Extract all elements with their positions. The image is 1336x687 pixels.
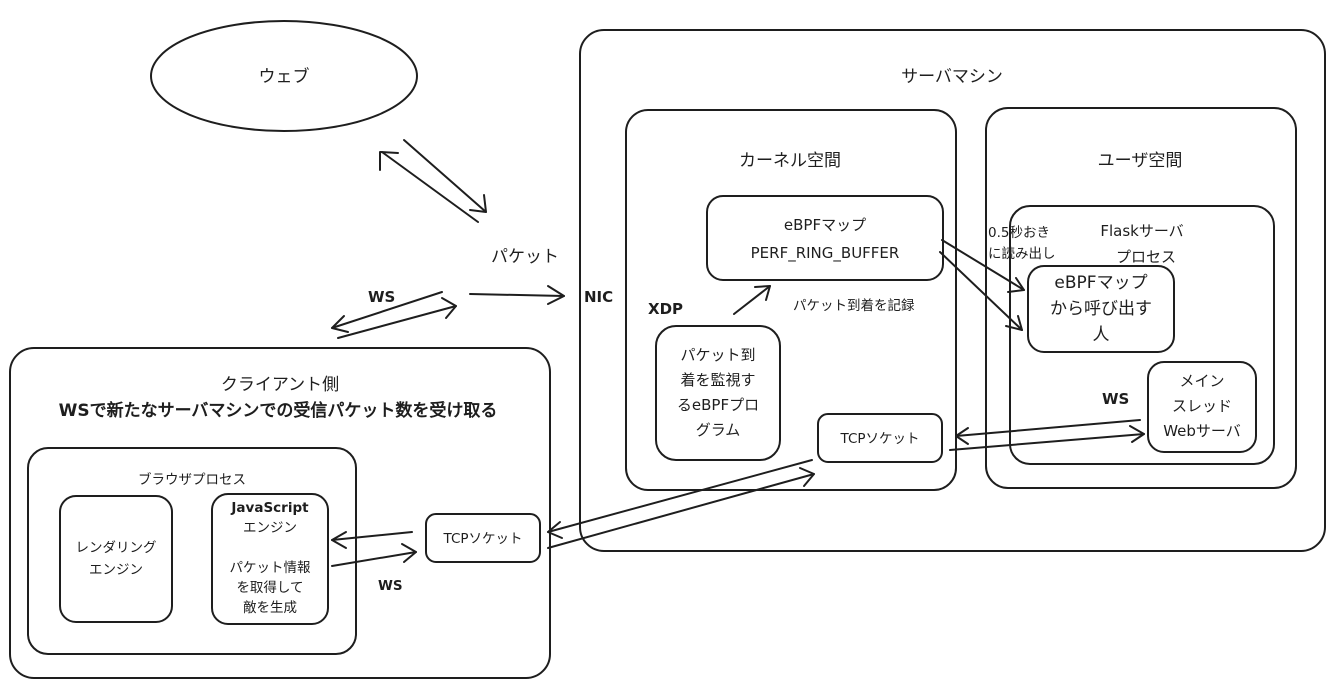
ws-top-arrows bbox=[331, 291, 457, 339]
map-caller-box bbox=[1027, 265, 1175, 353]
ws-top-label: WS bbox=[368, 288, 395, 306]
rendering-engine-box bbox=[59, 495, 173, 623]
js-tcp-arrows bbox=[331, 531, 417, 567]
nic-label: NIC bbox=[584, 288, 613, 306]
packet-to-nic-arrow bbox=[469, 285, 565, 305]
ebpf-map-box bbox=[706, 195, 944, 281]
monitor-line4: グラム bbox=[696, 421, 741, 439]
caller-line3: 人 bbox=[1093, 325, 1110, 345]
tcp-mainthread-arrows bbox=[949, 419, 1145, 451]
web-label: ウェブ bbox=[259, 66, 310, 87]
ws-server-label: WS bbox=[1102, 390, 1129, 408]
flask-line2: プロセス bbox=[1116, 248, 1176, 266]
web-packet-arrows bbox=[379, 139, 487, 223]
map-read-arrows bbox=[939, 239, 1025, 331]
packet-label: パケット bbox=[491, 247, 559, 267]
caller-line1: eBPFマップ bbox=[1054, 273, 1147, 293]
browser-process-label: ブラウザプロセス bbox=[138, 471, 246, 488]
xdp-arrow bbox=[733, 285, 771, 315]
monitor-line1: パケット到 bbox=[680, 346, 755, 364]
ebpf-monitor-box bbox=[655, 325, 781, 461]
main-thread-box bbox=[1147, 361, 1257, 453]
client-line1: クライアント側 bbox=[221, 375, 339, 395]
record-arrival-label: パケット到着を記録 bbox=[793, 297, 915, 314]
tcp-tcp-arrows bbox=[547, 459, 815, 549]
js-line5: 敵を生成 bbox=[243, 600, 297, 616]
read-interval-line2: に読み出し bbox=[988, 246, 1056, 262]
client-tcp-socket-label: TCPソケット bbox=[442, 531, 522, 547]
user-space-label: ユーザ空間 bbox=[1098, 151, 1183, 171]
ebpf-map-line1: eBPFマップ bbox=[784, 216, 866, 234]
js-line4: を取得して bbox=[236, 579, 303, 596]
server-machine-label: サーバマシン bbox=[901, 67, 1003, 87]
flask-line1: Flaskサーバ bbox=[1100, 222, 1183, 240]
kernel-tcp-socket-box bbox=[817, 413, 943, 463]
js-engine-box bbox=[211, 493, 329, 625]
kernel-tcp-socket-label: TCPソケット bbox=[839, 431, 919, 447]
main-thread-line1: メイン bbox=[1179, 372, 1224, 390]
read-interval-line1: 0.5秒おき bbox=[988, 225, 1050, 241]
rendering-line2: エンジン bbox=[89, 562, 143, 578]
xdp-label: XDP bbox=[648, 300, 683, 318]
caller-line2: から呼び出す bbox=[1050, 299, 1152, 319]
js-line1: JavaScript bbox=[230, 500, 309, 516]
ebpf-map-line2: PERF_RING_BUFFER bbox=[751, 244, 900, 263]
js-line3: パケット情報 bbox=[230, 560, 311, 576]
js-line2: エンジン bbox=[243, 520, 297, 536]
rendering-line1: レンダリング bbox=[76, 540, 157, 556]
monitor-line2: 着を監視す bbox=[680, 371, 755, 389]
kernel-space-label: カーネル空間 bbox=[739, 151, 841, 171]
client-line2: WSで新たなサーバマシンでの受信パケット数を受け取る bbox=[59, 400, 498, 421]
ws-bottom-label: WS bbox=[378, 578, 403, 594]
monitor-line3: るeBPFプロ bbox=[677, 396, 759, 414]
main-thread-line2: スレッド bbox=[1172, 397, 1232, 415]
main-thread-line3: Webサーバ bbox=[1163, 422, 1241, 440]
web-node bbox=[150, 20, 418, 132]
client-tcp-socket-box bbox=[425, 513, 541, 563]
